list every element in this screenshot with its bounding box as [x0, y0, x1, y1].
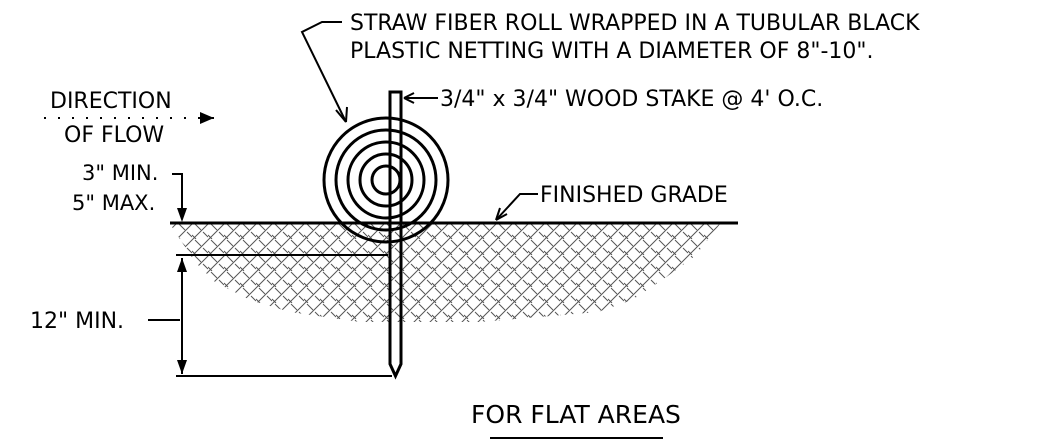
direction-label-line1: DIRECTION: [50, 89, 172, 114]
height-min-label: 3" MIN.: [82, 161, 158, 185]
height-arrow-head: [177, 208, 187, 222]
roll-leader: [300, 21, 347, 123]
height-max-label: 5" MAX.: [72, 191, 155, 215]
roll-label-line1: STRAW FIBER ROLL WRAPPED IN A TUBULAR BL…: [350, 11, 920, 36]
stake-label: 3/4" x 3/4" WOOD STAKE @ 4' O.C.: [440, 87, 823, 112]
direction-label-line2: OF FLOW: [64, 123, 164, 148]
roll-label-line2: PLASTIC NETTING WITH A DIAMETER OF 8"-10…: [350, 39, 874, 64]
finished-grade-leader: [495, 193, 538, 221]
straw-fiber-roll: [322, 116, 450, 244]
height-leader: [172, 173, 183, 218]
flow-arrow-head: [200, 112, 214, 124]
soil-hatch-region: [170, 224, 720, 322]
depth-arrow-bottom: [177, 360, 187, 374]
depth-label: 12" MIN.: [30, 309, 124, 334]
depth-arrow-top: [177, 258, 187, 272]
wood-stake: [388, 90, 403, 380]
finished-grade-label: FINISHED GRADE: [540, 183, 728, 208]
detail-title: FOR FLAT AREAS: [471, 400, 681, 429]
